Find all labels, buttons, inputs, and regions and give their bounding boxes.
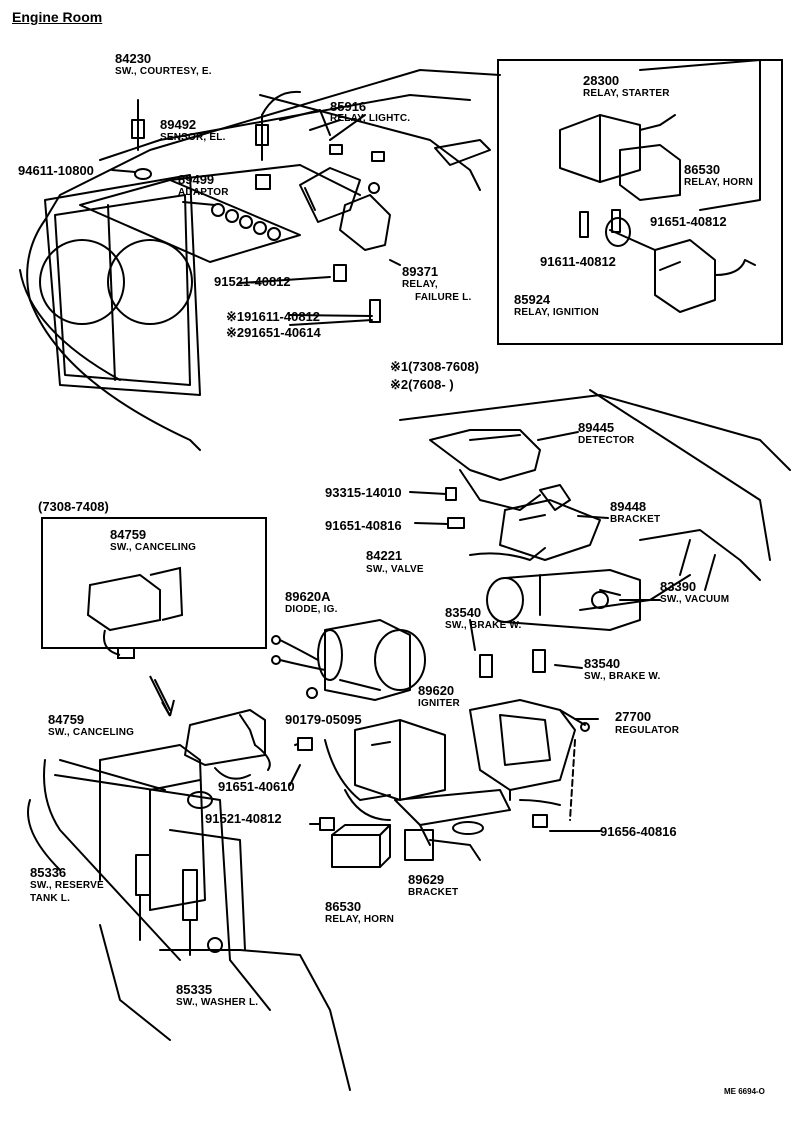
- part-85335-desc: SW., WASHER L.: [176, 997, 259, 1008]
- part-83540-upper-number: 83540: [445, 605, 482, 620]
- part-89371-number: 89371: [402, 264, 439, 279]
- part-27700-number: 27700: [615, 709, 652, 724]
- part-89492-desc: SENSOR, EL.: [160, 132, 226, 143]
- part-91656-number: 91656-40816: [600, 824, 677, 839]
- part-89499-number: 89499: [178, 172, 215, 187]
- part-83540-lower-desc: SW., BRAKE W.: [584, 671, 661, 682]
- part-89448-number: 89448: [610, 499, 647, 514]
- part-28300-number: 28300: [583, 73, 620, 88]
- igniter-regulator-drawing: [289, 699, 601, 868]
- part-83540-upper-desc: SW., BRAKE W.: [445, 620, 522, 631]
- part-84230-desc: SW., COURTESY, E.: [115, 66, 212, 77]
- engine-mid-drawing: [399, 389, 791, 678]
- footer-code: ME 6694-O: [724, 1087, 765, 1096]
- part-84221-desc: SW., VALVE: [366, 564, 424, 575]
- note-1: ※1(7308-7608): [390, 359, 479, 374]
- part-86530-top-number: 86530: [684, 162, 721, 177]
- part-83540-lower-number: 83540: [584, 656, 621, 671]
- part-89445-number: 89445: [578, 420, 615, 435]
- part-84221-number: 84221: [366, 548, 403, 563]
- part-85336-number: 85336: [30, 865, 67, 880]
- starter-relay-inset-drawing: [559, 59, 761, 313]
- inset-arrow: [149, 675, 175, 717]
- part-91651-inset-number: 91651-40812: [650, 214, 727, 229]
- part-84759-desc: SW., CANCELING: [48, 727, 135, 738]
- car-front-lower-drawing: [27, 744, 351, 1091]
- part-89620A-desc: DIODE, IG.: [285, 604, 338, 615]
- part-85916-number: 85916: [330, 99, 367, 114]
- part-85916-desc: RELAY, LIGHTC.: [330, 113, 411, 124]
- part-86530-lower-number: 86530: [325, 899, 362, 914]
- part-89620-number: 89620: [418, 683, 455, 698]
- part-89445-desc: DETECTOR: [578, 435, 635, 446]
- part-85336-desc1: SW., RESERVE: [30, 880, 104, 891]
- part-86530-lower-desc: RELAY, HORN: [325, 914, 395, 925]
- starter-relay-inset-frame: [497, 59, 783, 345]
- part-89492-number: 89492: [160, 117, 197, 132]
- part-85924-number: 85924: [514, 292, 551, 307]
- inset-canceling-switch-drawing: [86, 566, 184, 659]
- part-86530-top-desc: RELAY, HORN: [684, 177, 754, 188]
- inset-label: (7308-7408): [38, 499, 109, 514]
- part-91651-top-number: ※291651-40614: [226, 325, 321, 340]
- note-2: ※2(7608- ): [390, 377, 454, 392]
- part-93315-number: 93315-14010: [325, 485, 402, 500]
- part-89371-desc1: RELAY,: [402, 279, 438, 290]
- part-89371-desc2: FAILURE L.: [415, 292, 472, 303]
- part-28300-desc: RELAY, STARTER: [583, 88, 670, 99]
- part-91611-inset-number: 91611-40812: [540, 254, 616, 269]
- part-84230-number: 84230: [115, 51, 152, 66]
- part-91651-mid-number: 91651-40816: [325, 518, 402, 533]
- part-85336-desc2: TANK L.: [30, 893, 71, 904]
- part-89620A-number: 89620A: [285, 589, 331, 604]
- part-91521-top-number: 91521-40812: [214, 274, 291, 289]
- part-84759-inset-desc: SW., CANCELING: [110, 542, 197, 553]
- part-89629-desc: BRACKET: [408, 887, 459, 898]
- part-85924-desc: RELAY, IGNITION: [514, 307, 599, 318]
- part-84759-number: 84759: [48, 712, 85, 727]
- part-84759-inset-number: 84759: [110, 527, 147, 542]
- part-91651-lower-number: 91651-40610: [218, 779, 295, 794]
- part-83390-desc: SW., VACUUM: [660, 594, 730, 605]
- car-front-upper-drawing: [19, 69, 501, 451]
- part-94611-number: 94611-10800: [18, 163, 94, 178]
- part-89620-desc: IGNITER: [418, 698, 460, 709]
- part-89499-desc: ADAPTOR: [178, 187, 229, 198]
- diode-canceling-drawing: [154, 619, 426, 780]
- canceling-switch-inset-frame: [41, 517, 267, 649]
- page-title: Engine Room: [12, 9, 103, 25]
- part-90179-number: 90179-05095: [285, 712, 362, 727]
- part-89448-desc: BRACKET: [610, 514, 661, 525]
- part-27700-desc: REGULATOR: [615, 725, 680, 736]
- part-83390-number: 83390: [660, 579, 697, 594]
- part-85335-number: 85335: [176, 982, 213, 997]
- part-91611-top-number: ※191611-40812: [226, 309, 321, 324]
- part-91521-lower-number: 91521-40812: [205, 811, 282, 826]
- part-89629-number: 89629: [408, 872, 445, 887]
